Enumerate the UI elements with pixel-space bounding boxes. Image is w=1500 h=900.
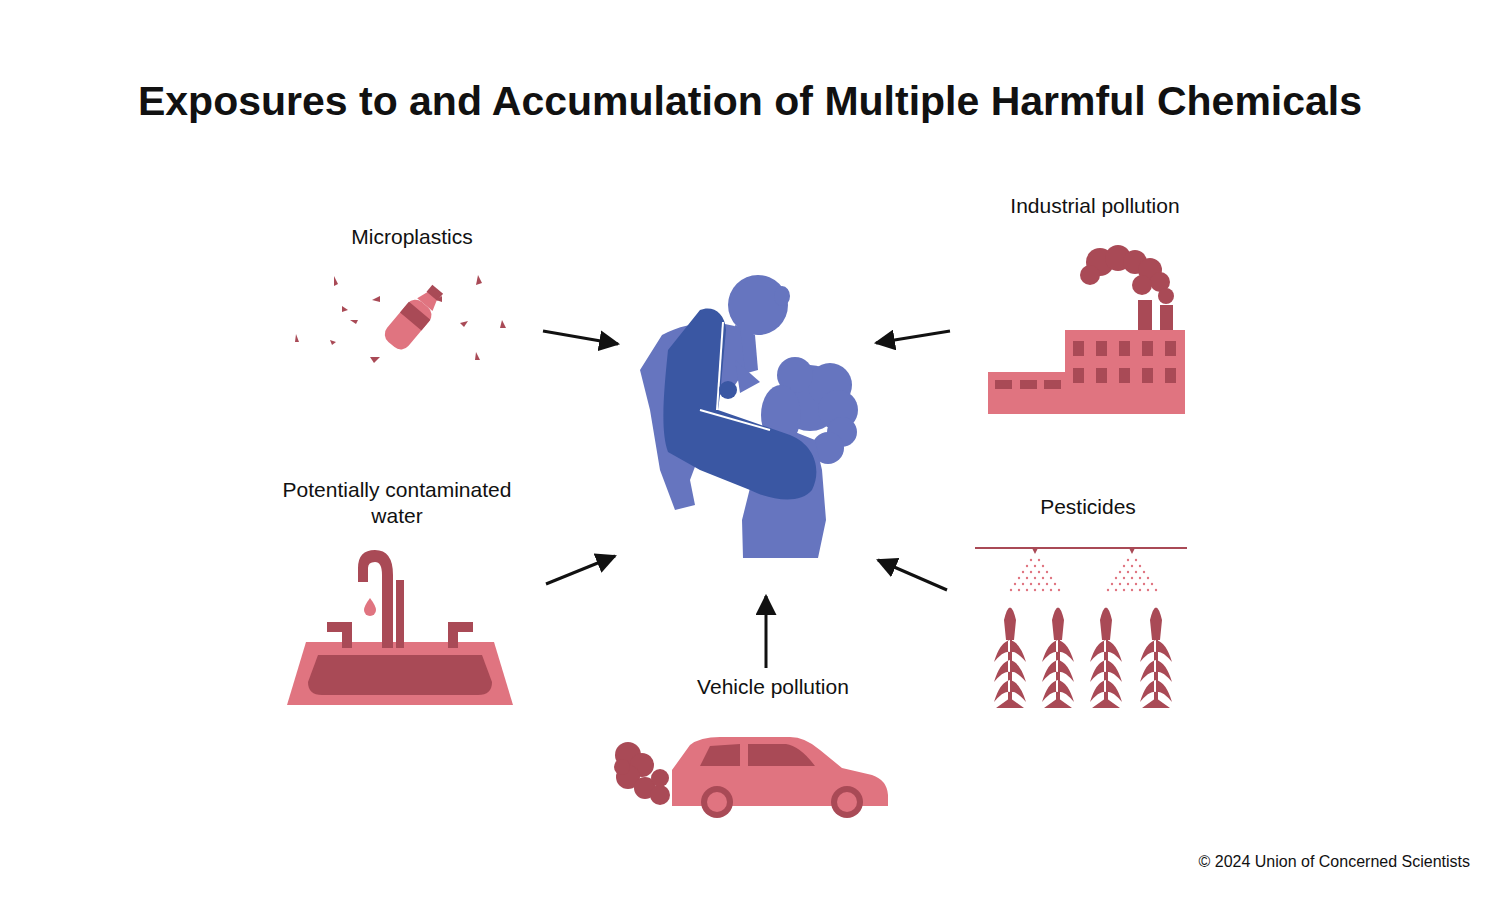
diagram-title: Exposures to and Accumulation of Multipl… [138, 78, 1362, 125]
source-label: Vehicle pollution [697, 674, 849, 700]
mother-child-figure [640, 275, 858, 558]
source-label: Industrial pollution [1010, 193, 1179, 219]
exposure-arrows [543, 331, 950, 668]
source-label: Microplastics [351, 224, 472, 250]
microplastics-icon [295, 275, 506, 363]
sink-icon [287, 550, 513, 705]
source-label: Pesticides [1040, 494, 1136, 520]
factory-icon [988, 245, 1185, 414]
pesticides-icon [975, 548, 1187, 708]
source-label: Potentially contaminated water [277, 477, 517, 530]
copyright-note: © 2024 Union of Concerned Scientists [1199, 853, 1471, 871]
car-icon [614, 737, 888, 818]
